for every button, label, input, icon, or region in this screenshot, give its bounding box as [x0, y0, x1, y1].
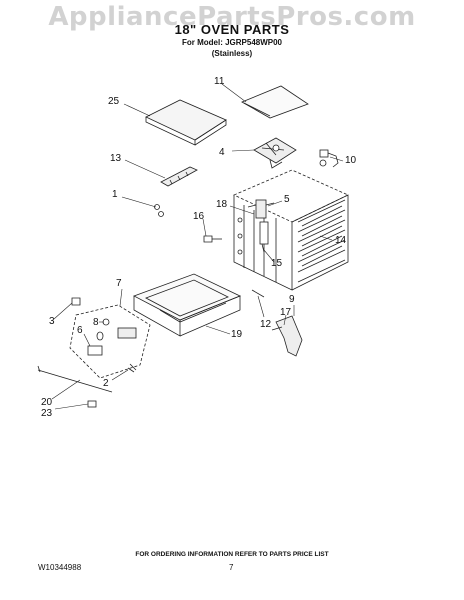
part-rod: [251, 289, 265, 298]
part-burner-assembly: [253, 137, 297, 169]
callout-11: 11: [214, 76, 225, 87]
part-knob: [71, 297, 81, 306]
leader-lines: [51, 83, 344, 410]
callout-4: 4: [219, 147, 225, 158]
callout-20: 19: [231, 329, 243, 340]
part-tube: [319, 149, 339, 168]
document-number: W10344988: [38, 563, 82, 572]
callout-10: 10: [345, 155, 357, 166]
callout-14: 14: [335, 235, 347, 246]
callout-7: 7: [116, 278, 122, 289]
callout-8: 8: [93, 317, 99, 328]
part-top-panel: [145, 99, 227, 146]
callout-19: 20: [41, 397, 53, 408]
watermark: AppliancePartsPros.com: [48, 2, 416, 32]
part-door-panel: [69, 304, 151, 379]
callout-1: 1: [112, 189, 118, 200]
callout-18: 18: [216, 199, 228, 210]
part-hinge-bracket: [271, 315, 303, 357]
callout-13: 13: [110, 153, 122, 164]
part-switch: [102, 318, 137, 339]
part-screw-16: [203, 235, 222, 243]
ordering-note: FOR ORDERING INFORMATION REFER TO PARTS …: [135, 551, 329, 558]
part-bracket: [160, 166, 198, 187]
part-burner-tube: [259, 221, 269, 253]
callout-6: 6: [77, 325, 83, 336]
model-line: For Model: JGRP548WP00: [181, 38, 283, 47]
callout-15: 15: [271, 258, 283, 269]
callout-23: 23: [41, 408, 53, 419]
part-screw-2: [127, 363, 137, 373]
callout-17: 17: [280, 307, 292, 318]
page-title: 18" OVEN PARTS: [174, 22, 290, 37]
callout-9: 9: [289, 294, 295, 305]
part-screws: [154, 204, 164, 217]
part-rail: [37, 365, 113, 393]
part-thermostat: [87, 331, 104, 356]
page-number: 7: [229, 563, 234, 572]
part-heat-shield: [241, 85, 309, 119]
callout-12: 12: [260, 319, 272, 330]
callout-3: 3: [49, 316, 55, 327]
finish-label: (Stainless): [211, 49, 253, 58]
callout-25: 25: [108, 96, 120, 107]
callout-labels: 25 11 4 10 13 1 18 5 16 14 15 7 19 12 9 …: [41, 76, 357, 419]
callout-2: 2: [103, 378, 109, 389]
callout-16: 16: [193, 211, 205, 222]
part-screw-23: [87, 400, 97, 408]
part-oven-cavity: [233, 169, 349, 291]
part-valve: [247, 199, 275, 219]
part-broiler-tray: [133, 273, 241, 337]
callout-5: 5: [284, 194, 290, 205]
